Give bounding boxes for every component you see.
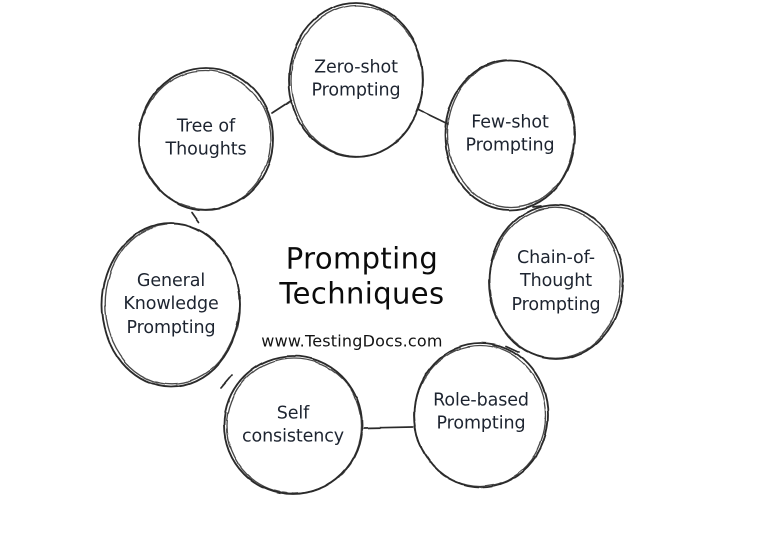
connector-layer xyxy=(191,99,542,429)
connector-chain-of-thought-role-based xyxy=(505,345,520,353)
node-circle-few-shot[interactable] xyxy=(444,59,576,211)
connector-few-shot-chain-of-thought xyxy=(532,205,542,208)
node-circle-chain-of-thought[interactable] xyxy=(488,204,624,360)
node-circle-zero-shot[interactable] xyxy=(288,2,424,158)
watermark-testingdocs: www.TestingDocs.com xyxy=(261,331,443,351)
node-circle-tree-of-thoughts[interactable] xyxy=(138,67,274,211)
connector-self-consistency-general-knowledge xyxy=(220,374,233,389)
diagram-center-title: Prompting Techniques xyxy=(279,241,445,311)
circle-layer xyxy=(101,2,624,495)
node-circle-self-consistency[interactable] xyxy=(223,355,363,495)
connector-tree-of-thoughts-zero-shot xyxy=(271,99,293,114)
connector-general-knowledge-tree-of-thoughts xyxy=(191,211,200,223)
connector-zero-shot-few-shot xyxy=(418,109,449,125)
connector-role-based-self-consistency xyxy=(363,426,414,429)
node-circle-general-knowledge[interactable] xyxy=(101,222,241,388)
node-circle-role-based[interactable] xyxy=(413,342,549,488)
